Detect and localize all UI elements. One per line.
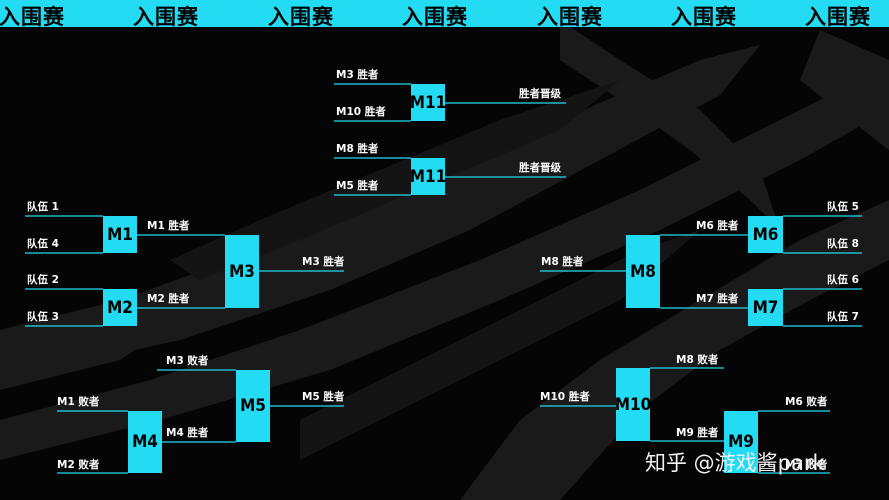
match-m8: M8 bbox=[626, 235, 660, 308]
match-m11-b: M11 bbox=[410, 158, 446, 195]
match-m6: M6 bbox=[748, 216, 783, 253]
match-m9: M9 bbox=[724, 411, 758, 473]
label-team-6: 队伍 6 bbox=[827, 274, 859, 286]
label-m2-winner: M2 胜者 bbox=[147, 293, 190, 305]
label-m8-loser: M8 败者 bbox=[676, 354, 719, 366]
banner-text: 入围赛 bbox=[537, 5, 603, 27]
label-m7-winner: M7 胜者 bbox=[696, 293, 739, 305]
label-winner-advance: 胜者晋级 bbox=[519, 162, 561, 174]
label-m7-loser: M7 败者 bbox=[785, 459, 828, 471]
label-m2-loser: M2 败者 bbox=[57, 459, 100, 471]
label-m3-loser: M3 败者 bbox=[166, 355, 209, 367]
label-m1-winner: M1 胜者 bbox=[147, 220, 190, 232]
label-m9-winner: M9 胜者 bbox=[676, 427, 719, 439]
label-m10-winner-out: M10 胜者 bbox=[540, 391, 590, 403]
banner-text: 入围赛 bbox=[805, 5, 871, 27]
label-m3-winner: M3 胜者 bbox=[336, 69, 379, 81]
label-m5-winner-out: M5 胜者 bbox=[302, 391, 345, 403]
match-m5: M5 bbox=[236, 370, 270, 442]
banner-text: 入围赛 bbox=[671, 5, 737, 27]
label-team-1: 队伍 1 bbox=[27, 201, 59, 213]
banner-text: 入围赛 bbox=[0, 5, 65, 27]
match-m4: M4 bbox=[128, 411, 162, 473]
label-team-4: 队伍 4 bbox=[27, 238, 59, 250]
watermark: 知乎 @游戏酱park bbox=[645, 451, 825, 475]
label-team-7: 队伍 7 bbox=[827, 311, 859, 323]
label-team-8: 队伍 8 bbox=[827, 238, 859, 250]
banner-text: 入围赛 bbox=[268, 5, 334, 27]
label-m3-winner-out: M3 胜者 bbox=[302, 256, 345, 268]
label-m6-winner: M6 胜者 bbox=[696, 220, 739, 232]
match-m7: M7 bbox=[748, 289, 783, 326]
banner-text: 入围赛 bbox=[402, 5, 468, 27]
match-m10: M10 bbox=[615, 368, 651, 441]
title-banner: 入围赛 入围赛 入围赛 入围赛 入围赛 入围赛 入围赛 bbox=[0, 0, 889, 27]
match-m11-a: M11 bbox=[410, 84, 446, 121]
label-m8-winner-out: M8 胜者 bbox=[541, 256, 584, 268]
match-m1: M1 bbox=[103, 216, 137, 253]
label-winner-advance: 胜者晋级 bbox=[519, 88, 561, 100]
label-m1-loser: M1 败者 bbox=[57, 396, 100, 408]
label-team-2: 队伍 2 bbox=[27, 274, 59, 286]
label-m10-winner: M10 胜者 bbox=[336, 106, 386, 118]
label-team-5: 队伍 5 bbox=[827, 201, 859, 213]
match-m2: M2 bbox=[103, 289, 137, 326]
match-m3: M3 bbox=[225, 235, 259, 308]
label-m8-winner: M8 胜者 bbox=[336, 143, 379, 155]
label-m6-loser: M6 败者 bbox=[785, 396, 828, 408]
banner-text: 入围赛 bbox=[133, 5, 199, 27]
label-m4-winner: M4 胜者 bbox=[166, 427, 209, 439]
label-m5-winner: M5 胜者 bbox=[336, 180, 379, 192]
label-team-3: 队伍 3 bbox=[27, 311, 59, 323]
